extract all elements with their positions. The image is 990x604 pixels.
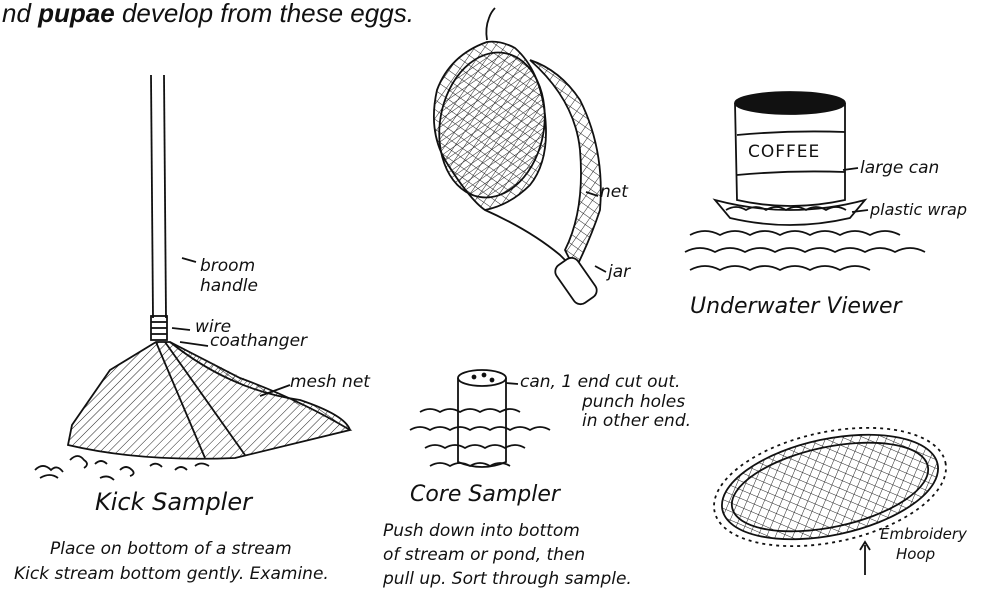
label-jar: jar [608,262,630,282]
label-hoop: Hoop [896,545,935,563]
label-coathanger: coathanger [210,331,307,351]
label-embroidery: Embroidery [880,525,967,543]
core-sampler-caption-1: Push down into bottom [383,519,580,543]
label-net: net [600,182,628,202]
core-sampler-caption-3: pull up. Sort through sample. [383,567,632,591]
coffee-can-text: COFFEE [748,142,820,162]
kick-sampler-caption-2: Kick stream bottom gently. Examine. [14,562,329,586]
label-mesh-net: mesh net [290,372,370,392]
label-core-2: punch holes [582,392,685,412]
underwater-viewer-title: Underwater Viewer [690,294,902,319]
label-core-1: can, 1 end cut out. [520,372,680,392]
label-plastic-wrap: plastic wrap [870,200,967,219]
kick-sampler-caption-1: Place on bottom of a stream [50,537,292,561]
underwater-viewer-drawing [685,92,925,270]
net-jar-drawing [428,8,606,307]
label-broom: broom [200,256,255,276]
core-sampler-caption-2: of stream or pond, then [383,543,585,567]
label-large-can: large can [860,158,939,178]
core-sampler-title: Core Sampler [410,482,560,507]
label-core-3: in other end. [582,411,691,431]
label-handle: handle [200,276,258,296]
kick-sampler-title: Kick Sampler [95,488,252,516]
kick-sampler-drawing [35,75,350,480]
